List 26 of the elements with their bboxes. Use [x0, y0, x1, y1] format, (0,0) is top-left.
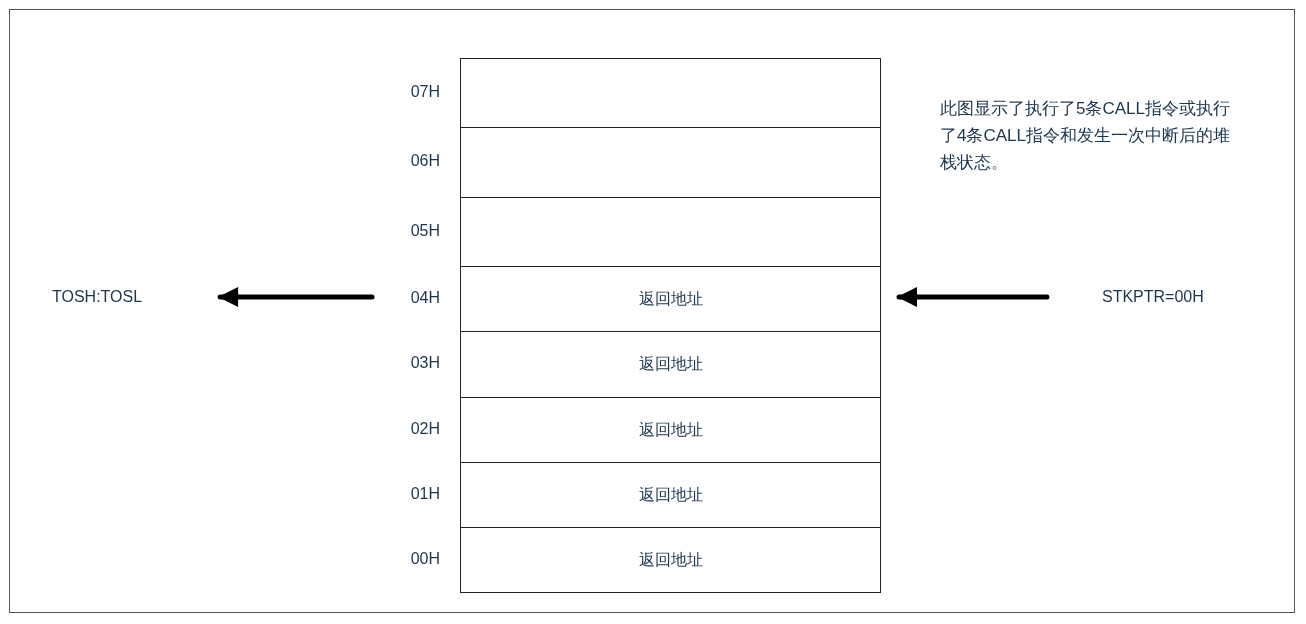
address-label: 04H [409, 288, 440, 307]
stack-cell [460, 58, 881, 128]
stack-cell [460, 127, 881, 198]
cell-text: 返回地址 [638, 484, 703, 505]
stack-cell [460, 462, 881, 528]
address-label: 02H [409, 419, 440, 438]
cell-text: 返回地址 [638, 288, 703, 309]
address-label: 05H [409, 221, 440, 240]
address-label: 06H [409, 152, 440, 170]
address-label: 07H [409, 82, 440, 101]
cell-text: 返回地址 [638, 549, 703, 570]
address-label: 00H [409, 549, 440, 568]
stack-cell [460, 331, 881, 398]
stack-cell [460, 197, 881, 267]
arrow [217, 287, 375, 307]
stack-cell [460, 266, 881, 332]
address-label: 01H [409, 484, 440, 503]
cell-text: 返回地址 [638, 419, 703, 440]
register-label: TOSH:TOSL [52, 288, 143, 306]
stack-cell [460, 527, 881, 593]
address-label: 03H [409, 354, 440, 372]
cell-text: 返回地址 [638, 354, 703, 374]
arrow [896, 287, 1050, 307]
note-text: 此图显示了执行了5条CALL指令或执行了4条CALL指令和发生一次中断后的堆栈状态。 [940, 98, 1231, 174]
register-label: STKPTR=00H [1102, 288, 1204, 306]
stack-cell [460, 397, 881, 463]
